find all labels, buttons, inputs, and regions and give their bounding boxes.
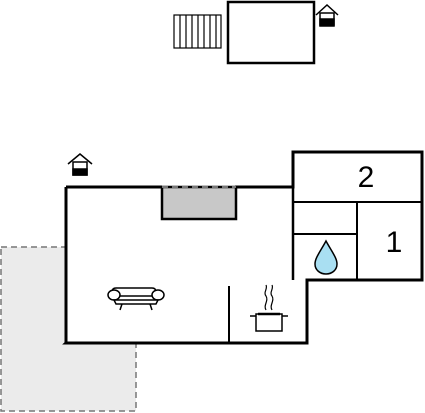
house-outer-wall-stroke: [64, 150, 424, 345]
upper-room: [226, 0, 316, 65]
cooking-pot-icon: [250, 284, 288, 332]
fireplace: [160, 185, 238, 221]
room-label-1: 1: [386, 226, 403, 259]
stairs-icon: [173, 14, 222, 49]
water-drop-icon: [314, 239, 338, 275]
room-label-2: 2: [358, 161, 375, 194]
house-entrance-icon: [67, 153, 93, 176]
house-entrance-icon-top: [315, 3, 339, 27]
sofa-icon: [107, 287, 165, 311]
